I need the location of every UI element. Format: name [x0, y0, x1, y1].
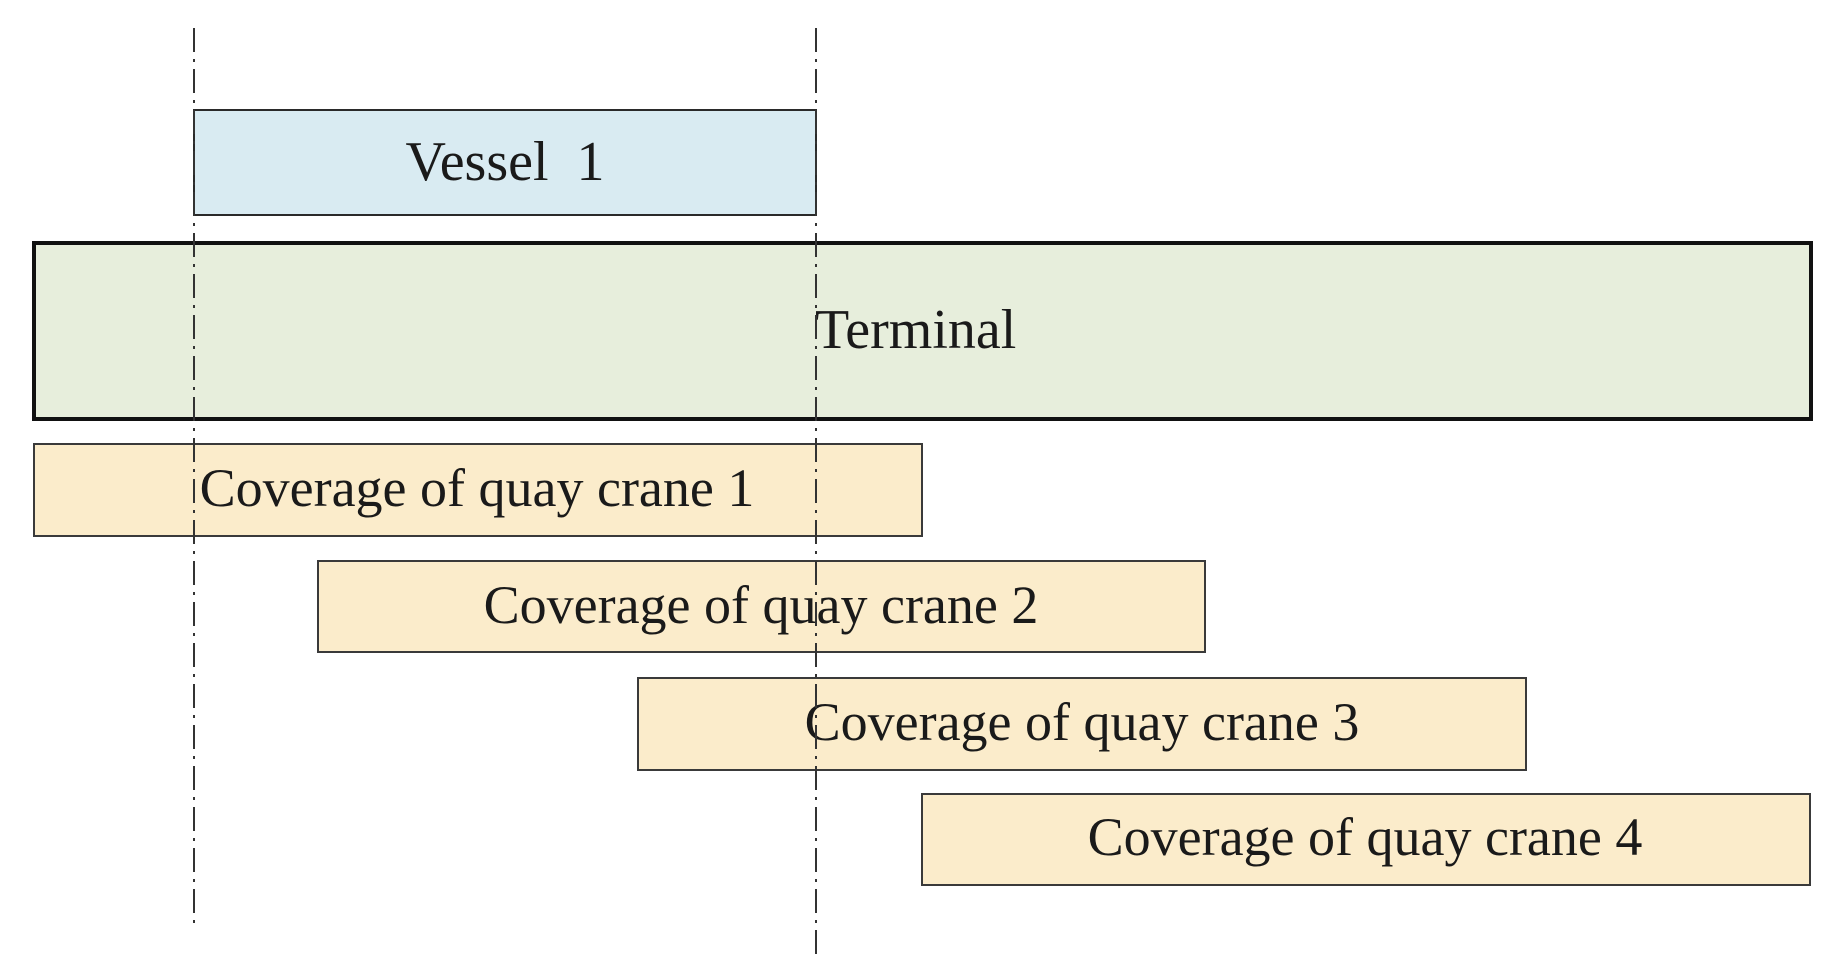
crane-coverage-label-1: Coverage of quay crane 1: [200, 458, 755, 518]
crane-coverage-label-3: Coverage of quay crane 3: [805, 692, 1360, 752]
terminal-box: [32, 241, 1813, 421]
crane-coverage-3: Coverage of quay crane 3: [637, 677, 1527, 771]
vessel-label: Vessel 1: [405, 131, 604, 193]
vessel-block: Vessel 1: [193, 109, 817, 216]
crane-coverage-label-4: Coverage of quay crane 4: [1088, 807, 1643, 867]
crane-coverage-box-2: [317, 560, 1206, 653]
crane-coverage-label-2: Coverage of quay crane 2: [484, 575, 1039, 635]
terminal-block: Terminal: [32, 241, 1813, 421]
vessel-box: [193, 109, 817, 216]
crane-coverage-4: Coverage of quay crane 4: [921, 793, 1811, 886]
terminal-label: Terminal: [815, 299, 1016, 361]
crane-coverage-box-3: [637, 677, 1527, 771]
crane-coverage-box-1: [33, 443, 923, 537]
crane-coverage-1: Coverage of quay crane 1: [33, 443, 923, 537]
crane-coverage-2: Coverage of quay crane 2: [317, 560, 1206, 653]
crane-coverage-box-4: [921, 793, 1811, 886]
